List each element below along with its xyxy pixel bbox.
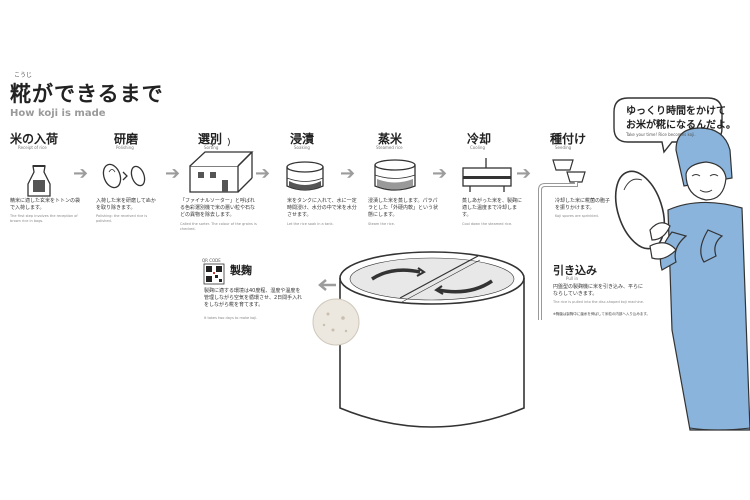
- step-desc-cooling: 蒸しあがった米を、製麹に適した温度まで冷却します。: [462, 198, 523, 218]
- section-en-pull-in: The rice is pulled into the disc-shaped …: [553, 300, 645, 304]
- polished-rice-icon: [130, 165, 146, 187]
- step-desc-receipt: 精米に適した玄米をトトンの袋で入荷します。: [10, 198, 81, 211]
- section-title-koji-making: 製麹: [230, 264, 252, 277]
- step-en-desc-seeding: Koji spores are sprinkled.: [555, 214, 599, 218]
- step-en-sorting: Sorting: [204, 145, 219, 150]
- qr-code-icon: [203, 263, 225, 285]
- step-title-seeding: 種付け: [550, 132, 587, 146]
- section-title-pull-in: 引き込み: [553, 264, 597, 277]
- seeding-hopper-icon: [538, 159, 586, 320]
- arrow-right-icon: ➔: [165, 163, 181, 184]
- section-en-koji-making: It takes two days to make koji.: [204, 316, 258, 320]
- worker-figure-icon: [614, 127, 750, 431]
- step-en-desc-cooling: Cool down the steamed rice.: [462, 222, 513, 226]
- step-en-receipt: Receipt of rice: [18, 145, 47, 150]
- step-desc-sorting: 「ファイナルソーター」と呼ばれる色彩選別機で米の悪い粒や石などの異物を除去します…: [180, 198, 256, 218]
- step-en-seeding: Seeding: [555, 145, 572, 150]
- qr-label: QR CODE: [202, 258, 221, 263]
- step-en-soaking: Soaking: [294, 145, 310, 150]
- step-desc-soaking: 米をタンクに入れて、水に一定時間浸け、水分の中で米を水分させます。: [287, 198, 357, 218]
- rice-grain-icon: [102, 163, 122, 189]
- step-en-cooling: Cooling: [470, 145, 485, 150]
- step-title-cooling: 冷却: [467, 132, 492, 146]
- step-desc-seeding: 冷却した米に糀菌の胞子を振りかけます。: [555, 198, 611, 211]
- step-en-desc-soaking: Let the rice soak in a tank.: [287, 222, 334, 226]
- koji-drum-icon: [339, 251, 525, 428]
- sorter-machine-icon: [189, 137, 254, 193]
- bubble-en: Take your time! Rice becomes koji.: [626, 132, 696, 137]
- page-subtitle: How koji is made: [10, 108, 106, 119]
- arrow-right-icon: ➔: [516, 163, 532, 184]
- arrow-right-icon: ➔: [432, 163, 448, 184]
- step-title-sorting: 選別: [198, 132, 223, 146]
- chevron-right-icon: [122, 171, 128, 181]
- section-desc-pull-in: 円盤型の製麹機に米を引き込み、平らにならしていきます。: [553, 284, 644, 297]
- bubble-line-2: お米が糀になるんだよ。: [626, 120, 736, 131]
- step-title-polishing: 研磨: [114, 132, 139, 146]
- arrow-right-icon: ➔: [340, 163, 356, 184]
- step-title-steaming: 蒸米: [378, 132, 403, 146]
- steamer-icon: [374, 159, 416, 191]
- soaking-tank-icon: [286, 161, 324, 191]
- step-en-polishing: Polishing: [116, 145, 134, 150]
- step-desc-steaming: 浸漬した米を蒸します。パラパラとした「外硬内軟」という状態にします。: [368, 198, 439, 218]
- arrow-right-icon: ➔: [255, 163, 271, 184]
- step-en-desc-sorting: Called the sorter. The colour of the gra…: [180, 222, 257, 231]
- step-en-steaming: Steamed rice: [376, 145, 403, 150]
- step-desc-polishing: 入荷した米を研磨してぬかを取り除きます。: [96, 198, 156, 211]
- title-ruby: こうじ: [14, 72, 33, 79]
- step-en-desc-polishing: Polishing: the received rice is polished…: [96, 214, 148, 223]
- page-title: 糀ができるまで: [10, 82, 164, 106]
- arrow-left-icon: [318, 279, 336, 291]
- section-note-pull-in: ※麹菌は製麹中に菌糸を伸ばして米粒の内部へ入り込みます。: [553, 312, 650, 316]
- arrow-right-icon: ➔: [73, 163, 89, 184]
- section-desc-koji-making: 製麹に適する環境は40度程、湿度や温度を管理しながら空気を循環させ、2日間手入れ…: [204, 288, 303, 308]
- step-title-soaking: 浸漬: [290, 132, 315, 146]
- step-en-desc-receipt: The first step involves the reception of…: [10, 214, 78, 223]
- bubble-line-1: ゆっくり時間をかけて: [626, 106, 726, 117]
- step-en-desc-steaming: Steam the rice.: [368, 222, 395, 226]
- koji-sample-icon: [312, 298, 360, 346]
- rice-bag-icon: [27, 165, 51, 197]
- step-title-receipt: 米の入荷: [10, 132, 59, 146]
- cooling-machine-icon: [462, 158, 512, 192]
- section-en-title-pull-in: Pull in: [566, 276, 579, 281]
